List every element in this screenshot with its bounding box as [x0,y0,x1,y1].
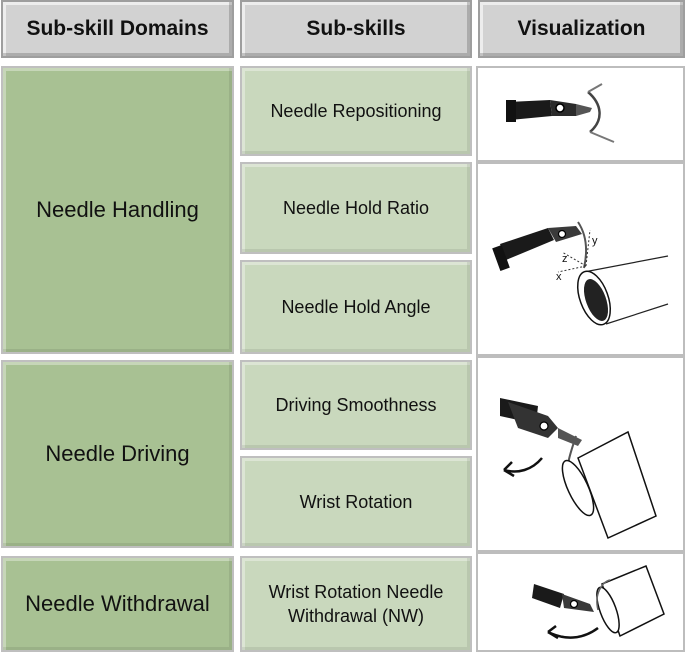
needle-withdrawal-icon [532,565,665,640]
subskill-needle-hold-angle: Needle Hold Angle [240,260,472,354]
needle-hold-axes-icon: y z x [492,221,669,326]
header-label: Visualization [517,17,646,40]
subskill-wrist-rotation: Wrist Rotation [240,456,472,548]
visualization-needle-withdrawal [476,552,685,652]
domain-label: Needle Driving [45,440,190,466]
domain-needle-withdrawal: Needle Withdrawal [1,556,234,652]
axis-label-z: z [562,253,568,265]
subskill-label: Needle Repositioning [270,100,442,121]
domain-needle-driving: Needle Driving [1,360,234,548]
axis-label-y: y [592,235,598,247]
header-label: Sub-skills [306,17,406,40]
subskill-label: Driving Smoothness [275,394,437,415]
domain-label: Needle Handling [36,196,199,222]
header-visualization: Visualization [478,0,685,58]
header-subskills: Sub-skills [240,0,472,58]
needle-driving-icon [500,398,657,540]
domain-label: Needle Withdrawal [25,590,210,616]
subskill-label: Needle Hold Angle [281,296,431,317]
visualization-needle-driving [476,356,685,552]
header-label: Sub-skill Domains [26,17,209,40]
subskill-label: Wrist Rotation [299,491,413,512]
subskill-needle-repositioning: Needle Repositioning [240,66,472,156]
subskill-needle-hold-ratio: Needle Hold Ratio [240,162,472,254]
domain-needle-handling: Needle Handling [1,66,234,354]
subskill-label: Needle Hold Ratio [282,197,430,218]
subskill-driving-smoothness: Driving Smoothness [240,360,472,450]
visualization-needle-repositioning [476,66,685,162]
header-subskill-domains: Sub-skill Domains [1,0,234,58]
subskill-label: Wrist Rotation Needle Withdrawal (NW) [268,581,444,626]
needle-driver-icon [506,83,615,143]
axis-label-x: x [556,271,562,283]
subskill-wrist-rotation-needle-withdrawal: Wrist Rotation Needle Withdrawal (NW) [240,556,472,652]
visualization-needle-hold: y z x [476,162,685,356]
